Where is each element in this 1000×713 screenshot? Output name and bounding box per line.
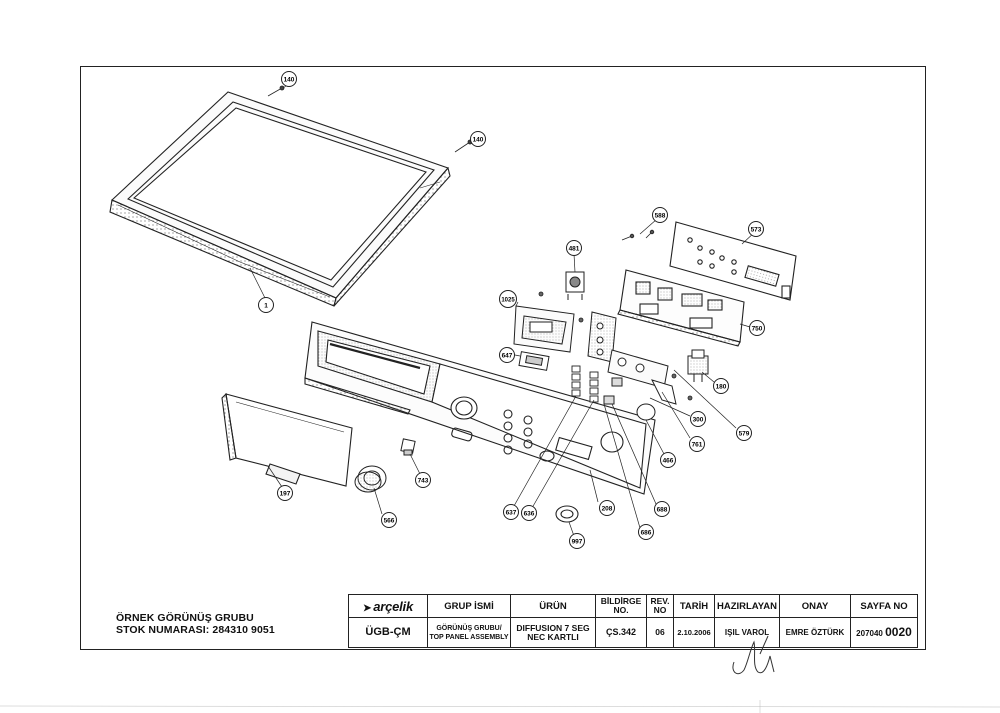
- svg-text:588: 588: [655, 213, 666, 220]
- balloon-688: 688: [654, 501, 670, 517]
- display-pcb-573: [669, 221, 797, 301]
- title-block: ➤arçelik GRUP İSMİ ÜRÜN BİLDİRGE NO. REV…: [348, 594, 918, 648]
- stock-number: STOK NUMARASI: 284310 9051: [116, 624, 275, 636]
- svg-text:573: 573: [751, 227, 762, 234]
- knob-ring-997: [555, 505, 579, 523]
- svg-text:140: 140: [473, 137, 484, 144]
- rotary-switch-481: [565, 271, 585, 300]
- display-bracket: [513, 305, 575, 353]
- svg-text:566: 566: [384, 518, 395, 525]
- balloon-750: 750: [749, 320, 765, 336]
- header-page-no: SAYFA NO: [850, 594, 918, 618]
- balloon-579: 579: [736, 425, 752, 441]
- door-lock-180: [687, 349, 709, 382]
- value-notice-no: ÇS.342: [595, 617, 647, 648]
- connector-647: [518, 351, 550, 371]
- balloon-300: 300: [690, 411, 706, 427]
- balloon-637: 637: [503, 504, 519, 520]
- balloon-140-b: 140: [470, 131, 486, 147]
- spacers: [538, 291, 693, 401]
- balloon-997: 997: [569, 533, 585, 549]
- stock-title: ÖRNEK GÖRÜNÜŞ GRUBU: [116, 612, 254, 624]
- value-date: 2.10.2006: [673, 617, 715, 648]
- balloon-573: 573: [748, 221, 764, 237]
- balloon-180: 180: [713, 378, 729, 394]
- header-product: ÜRÜN: [510, 594, 596, 618]
- balloon-686: 686: [638, 524, 654, 540]
- main-pcb-750: [617, 269, 745, 347]
- svg-text:466: 466: [663, 458, 674, 465]
- balloon-1: 1: [258, 297, 274, 313]
- svg-text:1025: 1025: [501, 298, 515, 304]
- program-knob: [354, 465, 387, 493]
- brand-mark-icon: ➤: [363, 602, 372, 614]
- svg-text:743: 743: [418, 478, 429, 485]
- svg-text:180: 180: [716, 384, 727, 391]
- balloon-647: 647: [499, 347, 515, 363]
- balloon-1025: 1025: [499, 290, 517, 308]
- svg-text:300: 300: [693, 417, 704, 424]
- svg-text:481: 481: [569, 246, 580, 253]
- part-balloons: 140 140 1 588 573 481 1025 750 647 180 3…: [258, 71, 765, 549]
- scan-marks: [0, 700, 1000, 713]
- svg-text:1: 1: [264, 303, 268, 310]
- header-rev-no: REV. NO: [646, 594, 674, 618]
- value-product: DIFFUSION 7 SEG NEC KARTLI: [510, 617, 596, 648]
- value-approval: EMRE ÖZTÜRK: [779, 617, 851, 648]
- balloon-566: 566: [381, 512, 397, 528]
- svg-text:647: 647: [502, 353, 513, 360]
- header-notice-no: BİLDİRGE NO.: [595, 594, 647, 618]
- svg-text:686: 686: [641, 530, 652, 537]
- svg-text:197: 197: [280, 491, 291, 498]
- header-date: TARİH: [673, 594, 715, 618]
- header-prepared-by: HAZIRLAYAN: [714, 594, 780, 618]
- value-prepared-by: IŞIL VAROL: [714, 617, 780, 648]
- header-group-name: GRUP İSMİ: [427, 594, 511, 618]
- balloon-466: 466: [660, 452, 676, 468]
- svg-text:140: 140: [284, 77, 295, 84]
- svg-text:637: 637: [506, 510, 517, 517]
- detergent-drawer: [221, 392, 353, 487]
- balloon-208: 208: [599, 500, 615, 516]
- leader-lines: [249, 83, 757, 537]
- value-rev-no: 06: [646, 617, 674, 648]
- svg-text:761: 761: [692, 442, 703, 449]
- balloon-140-a: 140: [281, 71, 297, 87]
- push-buttons: [571, 365, 599, 403]
- balloon-481: 481: [566, 240, 582, 256]
- svg-text:636: 636: [524, 511, 535, 518]
- value-group-name: GÖRÜNÜŞ GRUBU/ TOP PANEL ASSEMBLY: [427, 617, 511, 648]
- drawing-frame: [80, 66, 926, 650]
- control-panel-frame: [304, 321, 656, 495]
- svg-text:750: 750: [752, 326, 763, 333]
- svg-text:208: 208: [602, 506, 613, 513]
- svg-text:688: 688: [657, 507, 668, 514]
- screw-588: [621, 229, 655, 241]
- top-panel-lid: [109, 91, 451, 307]
- value-page-no: 207040 0020: [850, 617, 918, 648]
- brand-logo: ➤arçelik: [348, 594, 428, 618]
- stock-info: ÖRNEK GÖRÜNÜŞ GRUBU STOK NUMARASI: 28431…: [116, 612, 275, 636]
- balloon-636: 636: [521, 505, 537, 521]
- value-code: ÜGB-ÇM: [348, 617, 428, 648]
- handwritten-signature: [732, 635, 775, 675]
- balloon-761: 761: [689, 436, 705, 452]
- balloon-197: 197: [277, 485, 293, 501]
- balloon-743: 743: [415, 472, 431, 488]
- svg-text:997: 997: [572, 539, 583, 546]
- header-approval: ONAY: [779, 594, 851, 618]
- balloon-588: 588: [652, 207, 668, 223]
- svg-text:579: 579: [739, 431, 750, 438]
- led-holder: [587, 311, 677, 421]
- switch-743: [400, 438, 416, 456]
